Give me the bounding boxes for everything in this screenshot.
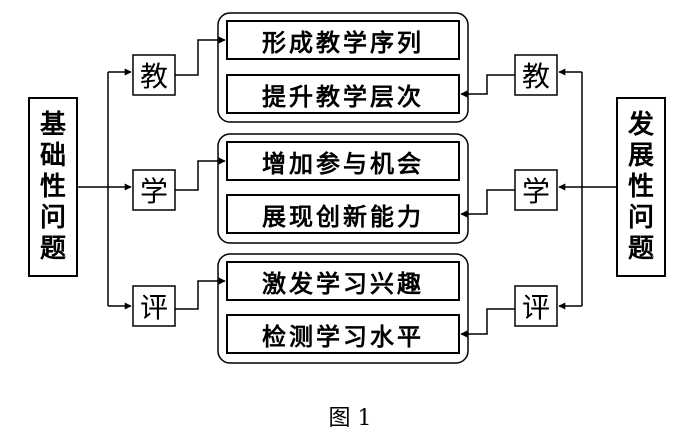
content-text-increase-participation: 增加参与机会 — [262, 149, 424, 178]
content-box-2 — [226, 74, 460, 114]
developmental-problem-label: 发 展 性 问 题 — [627, 109, 654, 264]
content-box-1 — [226, 20, 460, 60]
basic-problem-label: 基 础 性 问 题 — [39, 109, 66, 264]
group-container-evaluate — [217, 253, 469, 364]
content-box-5 — [226, 261, 460, 301]
left-char-teach: 教 — [139, 60, 168, 93]
left-char-box-evaluate — [132, 285, 176, 327]
content-text-show-innovation: 展现创新能力 — [262, 202, 424, 231]
content-box-4 — [226, 194, 460, 234]
content-text-stimulate-interest: 激发学习兴趣 — [262, 269, 424, 298]
right-char-learn: 学 — [521, 175, 550, 208]
flow-diagram — [28, 12, 666, 364]
content-box-6 — [226, 314, 460, 354]
content-text-test-level: 检测学习水平 — [262, 322, 424, 351]
developmental-problem-box — [616, 97, 666, 277]
right-char-teach: 教 — [521, 60, 550, 93]
left-char-box-learn — [132, 169, 176, 211]
right-char-evaluate: 评 — [521, 291, 550, 324]
left-connectors — [77, 68, 132, 310]
right-to-content-arrows — [460, 74, 515, 338]
left-char-evaluate: 评 — [139, 291, 168, 324]
right-connectors — [558, 68, 617, 310]
content-text-form-sequence: 形成教学序列 — [262, 28, 424, 57]
right-char-box-learn — [514, 169, 558, 211]
content-box-3 — [226, 141, 460, 181]
left-char-learn: 学 — [139, 175, 168, 208]
right-char-box-teach — [514, 54, 558, 96]
group-container-teach — [217, 12, 469, 123]
group-container-learn — [217, 133, 469, 244]
content-text-raise-level: 提升教学层次 — [262, 82, 424, 111]
right-char-box-evaluate — [514, 285, 558, 327]
figure-caption: 图 1 — [328, 406, 372, 431]
left-to-content-arrows — [175, 36, 226, 310]
